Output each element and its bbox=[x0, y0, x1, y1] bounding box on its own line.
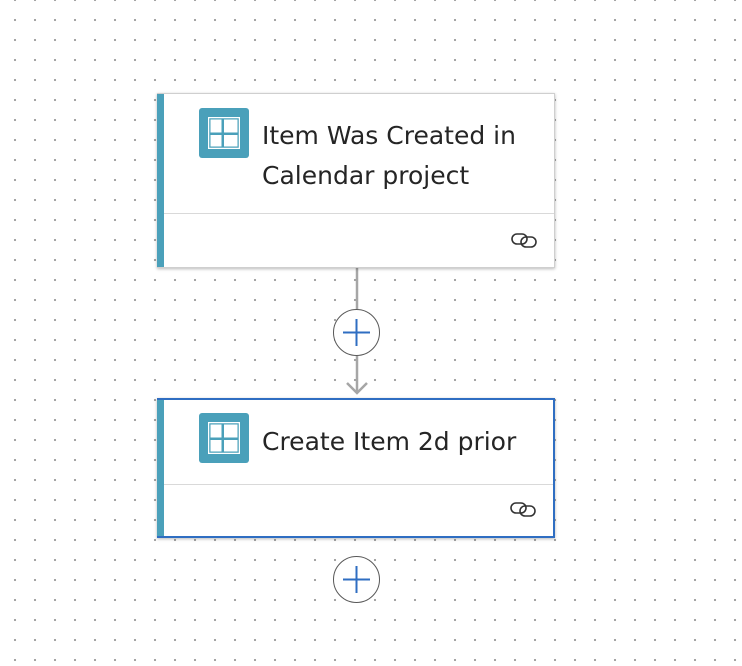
trigger-card-header[interactable]: Item Was Created in Calendar project bbox=[164, 94, 554, 215]
trigger-title: Item Was Created in Calendar project bbox=[262, 121, 516, 190]
connector-arrow-icon bbox=[346, 382, 368, 395]
link-icon[interactable] bbox=[510, 501, 536, 517]
action-card[interactable]: Create Item 2d prior bbox=[157, 398, 555, 538]
action-title: Create Item 2d prior bbox=[262, 427, 517, 456]
action-card-header[interactable]: Create Item 2d prior bbox=[164, 400, 553, 486]
card-accent-bar bbox=[157, 400, 164, 536]
action-card-footer bbox=[164, 484, 553, 536]
plus-icon bbox=[343, 319, 370, 346]
add-step-button[interactable] bbox=[333, 309, 380, 356]
link-icon[interactable] bbox=[511, 232, 537, 248]
trigger-card-footer bbox=[164, 213, 554, 267]
sharepoint-tile-icon bbox=[199, 413, 249, 463]
trigger-card[interactable]: Item Was Created in Calendar project bbox=[157, 93, 555, 268]
add-step-button[interactable] bbox=[333, 556, 380, 603]
sharepoint-tile-icon bbox=[199, 108, 249, 158]
plus-icon bbox=[343, 566, 370, 593]
card-accent-bar bbox=[157, 94, 164, 267]
